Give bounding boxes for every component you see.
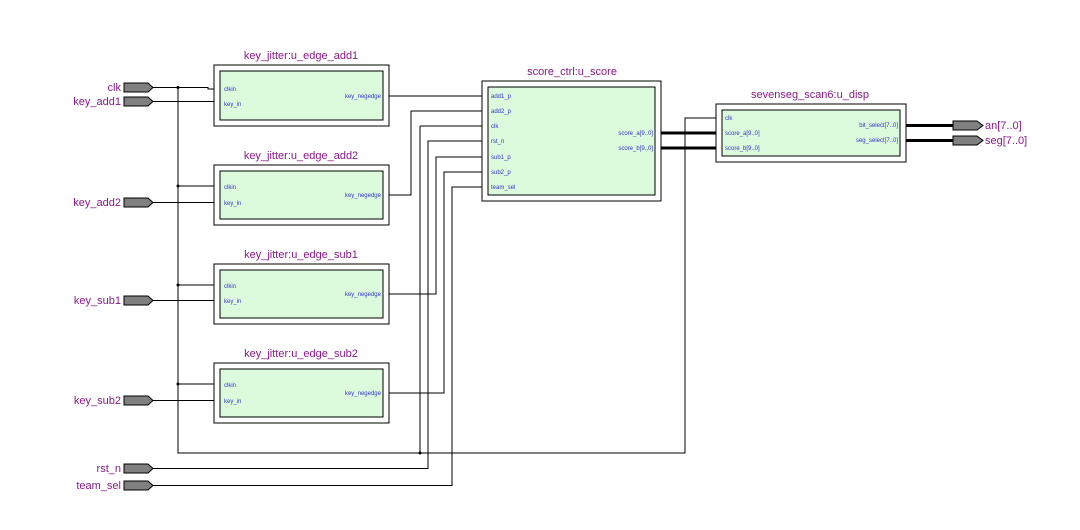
pin-label-seg: seg[7..0]: [985, 135, 1027, 147]
instance-title: key_jitter:u_edge_add2: [244, 150, 358, 162]
pin-label-an: an[7..0]: [985, 120, 1022, 132]
port-add1-p: add1_p: [491, 94, 512, 100]
instance-title: score_ctrl:u_score: [527, 66, 617, 78]
port-key-negedge: key_negedge: [345, 94, 382, 100]
block-body: [219, 368, 384, 418]
pin-label-key-sub1: key_sub1: [74, 295, 121, 307]
input-pin-key-add2[interactable]: key_add2: [73, 197, 154, 209]
port-team-sel: team_sel: [491, 185, 515, 191]
port-add2-p: add2_p: [491, 109, 512, 115]
port-sub2-p: sub2_p: [491, 170, 511, 176]
port-key-in: key_in: [224, 102, 241, 108]
block-body: [219, 269, 384, 319]
input-pin-shape: [123, 395, 154, 406]
instance-title: key_jitter:u_edge_sub2: [244, 348, 358, 360]
port-key-negedge: key_negedge: [345, 193, 382, 199]
instance-title: key_jitter:u_edge_sub1: [244, 249, 358, 261]
port-key-in: key_in: [224, 299, 241, 305]
block-body: [219, 170, 384, 220]
block-u-score[interactable]: score_ctrl:u_score add1_p add2_p clk rst…: [481, 66, 662, 202]
port-clkin: clkin: [224, 185, 236, 191]
buses: [655, 124, 953, 150]
output-pin-shape: [952, 120, 984, 131]
block-body: [721, 109, 901, 157]
output-pin-an[interactable]: an[7..0]: [952, 120, 1022, 132]
block-body: [219, 70, 384, 121]
port-rst-n: rst_n: [491, 139, 504, 145]
port-seg-select: seg_select[7..0]: [856, 138, 898, 144]
input-pin-key-add1[interactable]: key_add1: [73, 96, 154, 108]
port-key-in: key_in: [224, 399, 241, 405]
pin-label-key-add1: key_add1: [73, 96, 121, 108]
pin-label-clk: clk: [108, 82, 122, 94]
block-body: [487, 86, 656, 196]
pin-label-rst-n: rst_n: [97, 463, 121, 475]
port-clkin: clkin: [224, 284, 236, 290]
port-score-a: score_a[9..0]: [618, 131, 653, 137]
output-pin-seg[interactable]: seg[7..0]: [952, 135, 1027, 147]
port-key-negedge: key_negedge: [345, 292, 382, 298]
block-u-edge-sub2[interactable]: key_jitter:u_edge_sub2 clkin key_in key_…: [213, 348, 390, 424]
port-score-a: score_a[9..0]: [725, 131, 760, 137]
port-clkin: clkin: [224, 87, 236, 93]
input-pin-key-sub2[interactable]: key_sub2: [74, 395, 154, 407]
block-u-edge-add2[interactable]: key_jitter:u_edge_add2 clkin key_in key_…: [213, 150, 390, 226]
port-key-in: key_in: [224, 201, 241, 207]
input-pin-key-sub1[interactable]: key_sub1: [74, 295, 154, 307]
input-pin-shape: [123, 463, 154, 474]
input-pin-shape: [123, 480, 154, 491]
input-pin-shape: [123, 197, 154, 208]
input-pin-shape: [123, 295, 154, 306]
block-u-disp[interactable]: sevenseg_scan6:u_disp clk score_a[9..0] …: [715, 89, 907, 163]
pin-label-key-add2: key_add2: [73, 197, 121, 209]
port-key-negedge: key_negedge: [345, 391, 382, 397]
port-score-b: score_b[9..0]: [725, 146, 760, 152]
port-score-b: score_b[9..0]: [618, 146, 653, 152]
input-pin-shape: [123, 96, 154, 107]
port-sub1-p: sub1_p: [491, 155, 511, 161]
input-pin-shape: [123, 82, 154, 93]
instance-title: sevenseg_scan6:u_disp: [751, 89, 869, 101]
output-pin-shape: [952, 135, 984, 146]
instance-title: key_jitter:u_edge_add1: [244, 50, 358, 62]
input-pin-team-sel[interactable]: team_sel: [76, 480, 154, 492]
block-u-edge-add1[interactable]: key_jitter:u_edge_add1 clkin key_in key_…: [213, 50, 390, 127]
input-pin-clk[interactable]: clk: [108, 82, 154, 94]
port-clkin: clkin: [224, 383, 236, 389]
junction-dots: [176, 86, 687, 455]
port-bit-select: bit_select[7..0]: [859, 123, 898, 129]
pin-label-team-sel: team_sel: [76, 480, 121, 492]
pin-label-key-sub2: key_sub2: [74, 395, 121, 407]
port-clk: clk: [491, 124, 499, 130]
wires: [153, 87, 720, 486]
port-clk: clk: [725, 116, 733, 122]
block-u-edge-sub1[interactable]: key_jitter:u_edge_sub1 clkin key_in key_…: [213, 249, 390, 325]
input-pin-rst-n[interactable]: rst_n: [97, 463, 154, 475]
